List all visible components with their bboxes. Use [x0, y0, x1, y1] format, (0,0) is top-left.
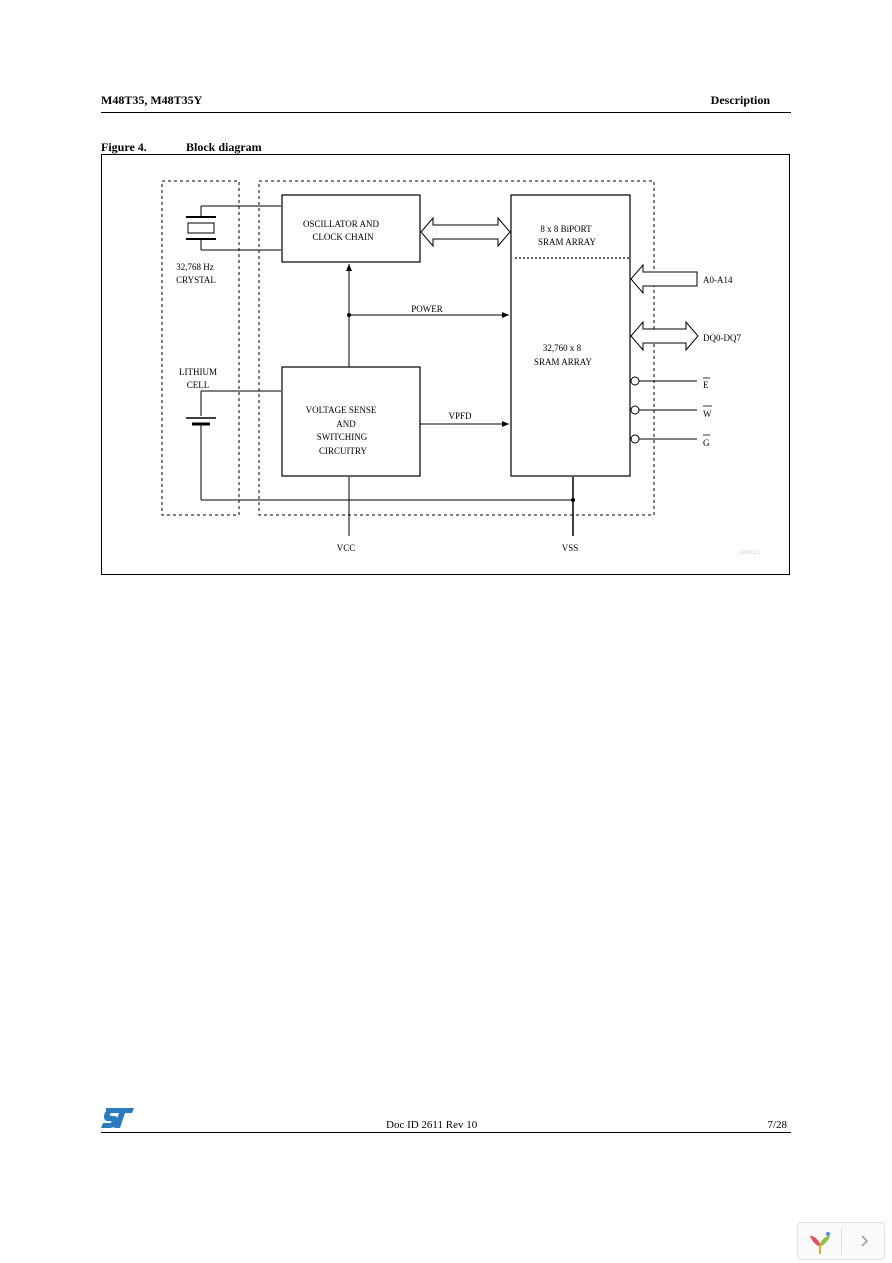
vpfd-label: VPFD — [448, 411, 472, 421]
figure-code: AI01623 — [739, 550, 760, 556]
e-pin-bubble — [630, 376, 640, 386]
lithium-label: LITHIUM — [179, 367, 217, 377]
vss-label: VSS — [562, 543, 579, 553]
battery-icon — [186, 390, 573, 501]
external-components-box — [161, 180, 240, 516]
vcc-label: VCC — [337, 543, 356, 553]
power-label: POWER — [411, 304, 443, 314]
st-logo — [100, 1106, 136, 1135]
figure-title: Block diagram — [186, 140, 262, 154]
crystal-icon — [186, 205, 281, 251]
sram-label-line2: SRAM ARRAY — [534, 357, 592, 367]
next-page-chevron-icon[interactable] — [852, 1229, 876, 1253]
crystal-frequency-label: 32,768 Hz — [176, 262, 214, 272]
figure-frame — [101, 154, 790, 575]
footer-rule — [101, 1132, 791, 1133]
footer-page-number: 7/28 — [767, 1119, 787, 1131]
e-pin-label: E — [703, 380, 709, 390]
block-diagram: 32,768 Hz CRYSTAL LITHIUM CELL OSCILLATO… — [161, 180, 760, 556]
sram-block — [510, 194, 631, 477]
data-bus-arrow — [630, 320, 699, 352]
voltage-sense-label-line3: SWITCHING — [317, 432, 368, 442]
oscillator-label-line2: CLOCK CHAIN — [312, 232, 374, 242]
app-logo-icon[interactable] — [804, 1226, 836, 1263]
voltage-sense-block — [281, 366, 421, 477]
voltage-sense-label-line2: AND — [336, 419, 356, 429]
running-header-section: Description — [710, 93, 770, 107]
w-pin-bubble — [630, 405, 640, 415]
sram-label-line1: 32,760 x 8 — [543, 343, 582, 353]
address-bus-arrow — [630, 263, 698, 295]
g-pin-bubble — [630, 434, 640, 444]
clock-bus-arrow — [420, 216, 511, 248]
data-bus-label: DQ0-DQ7 — [703, 333, 741, 343]
oscillator-label-line1: OSCILLATOR AND — [303, 219, 380, 229]
running-header-title: M48T35, M48T35Y — [101, 93, 203, 107]
nav-separator — [841, 1227, 842, 1255]
cell-label: CELL — [187, 380, 210, 390]
oscillator-clock-chain-block — [281, 194, 421, 263]
viewer-nav-widget — [797, 1222, 885, 1260]
crystal-label: CRYSTAL — [176, 275, 216, 285]
header-rule — [101, 112, 791, 113]
voltage-sense-label-line1: VOLTAGE SENSE — [306, 405, 377, 415]
g-pin-label: G — [703, 438, 710, 448]
footer-doc-id: Doc ID 2611 Rev 10 — [386, 1119, 478, 1131]
voltage-sense-label-line4: CIRCUITRY — [319, 446, 368, 456]
biport-label-line1: 8 x 8 BiPORT — [540, 224, 592, 234]
biport-label-line2: SRAM ARRAY — [538, 237, 596, 247]
w-pin-label: W — [703, 409, 712, 419]
figure-number: Figure 4. — [101, 140, 147, 154]
address-bus-label: A0-A14 — [703, 275, 733, 285]
module-boundary-box — [258, 180, 655, 516]
vss-junction-dot — [571, 498, 575, 502]
